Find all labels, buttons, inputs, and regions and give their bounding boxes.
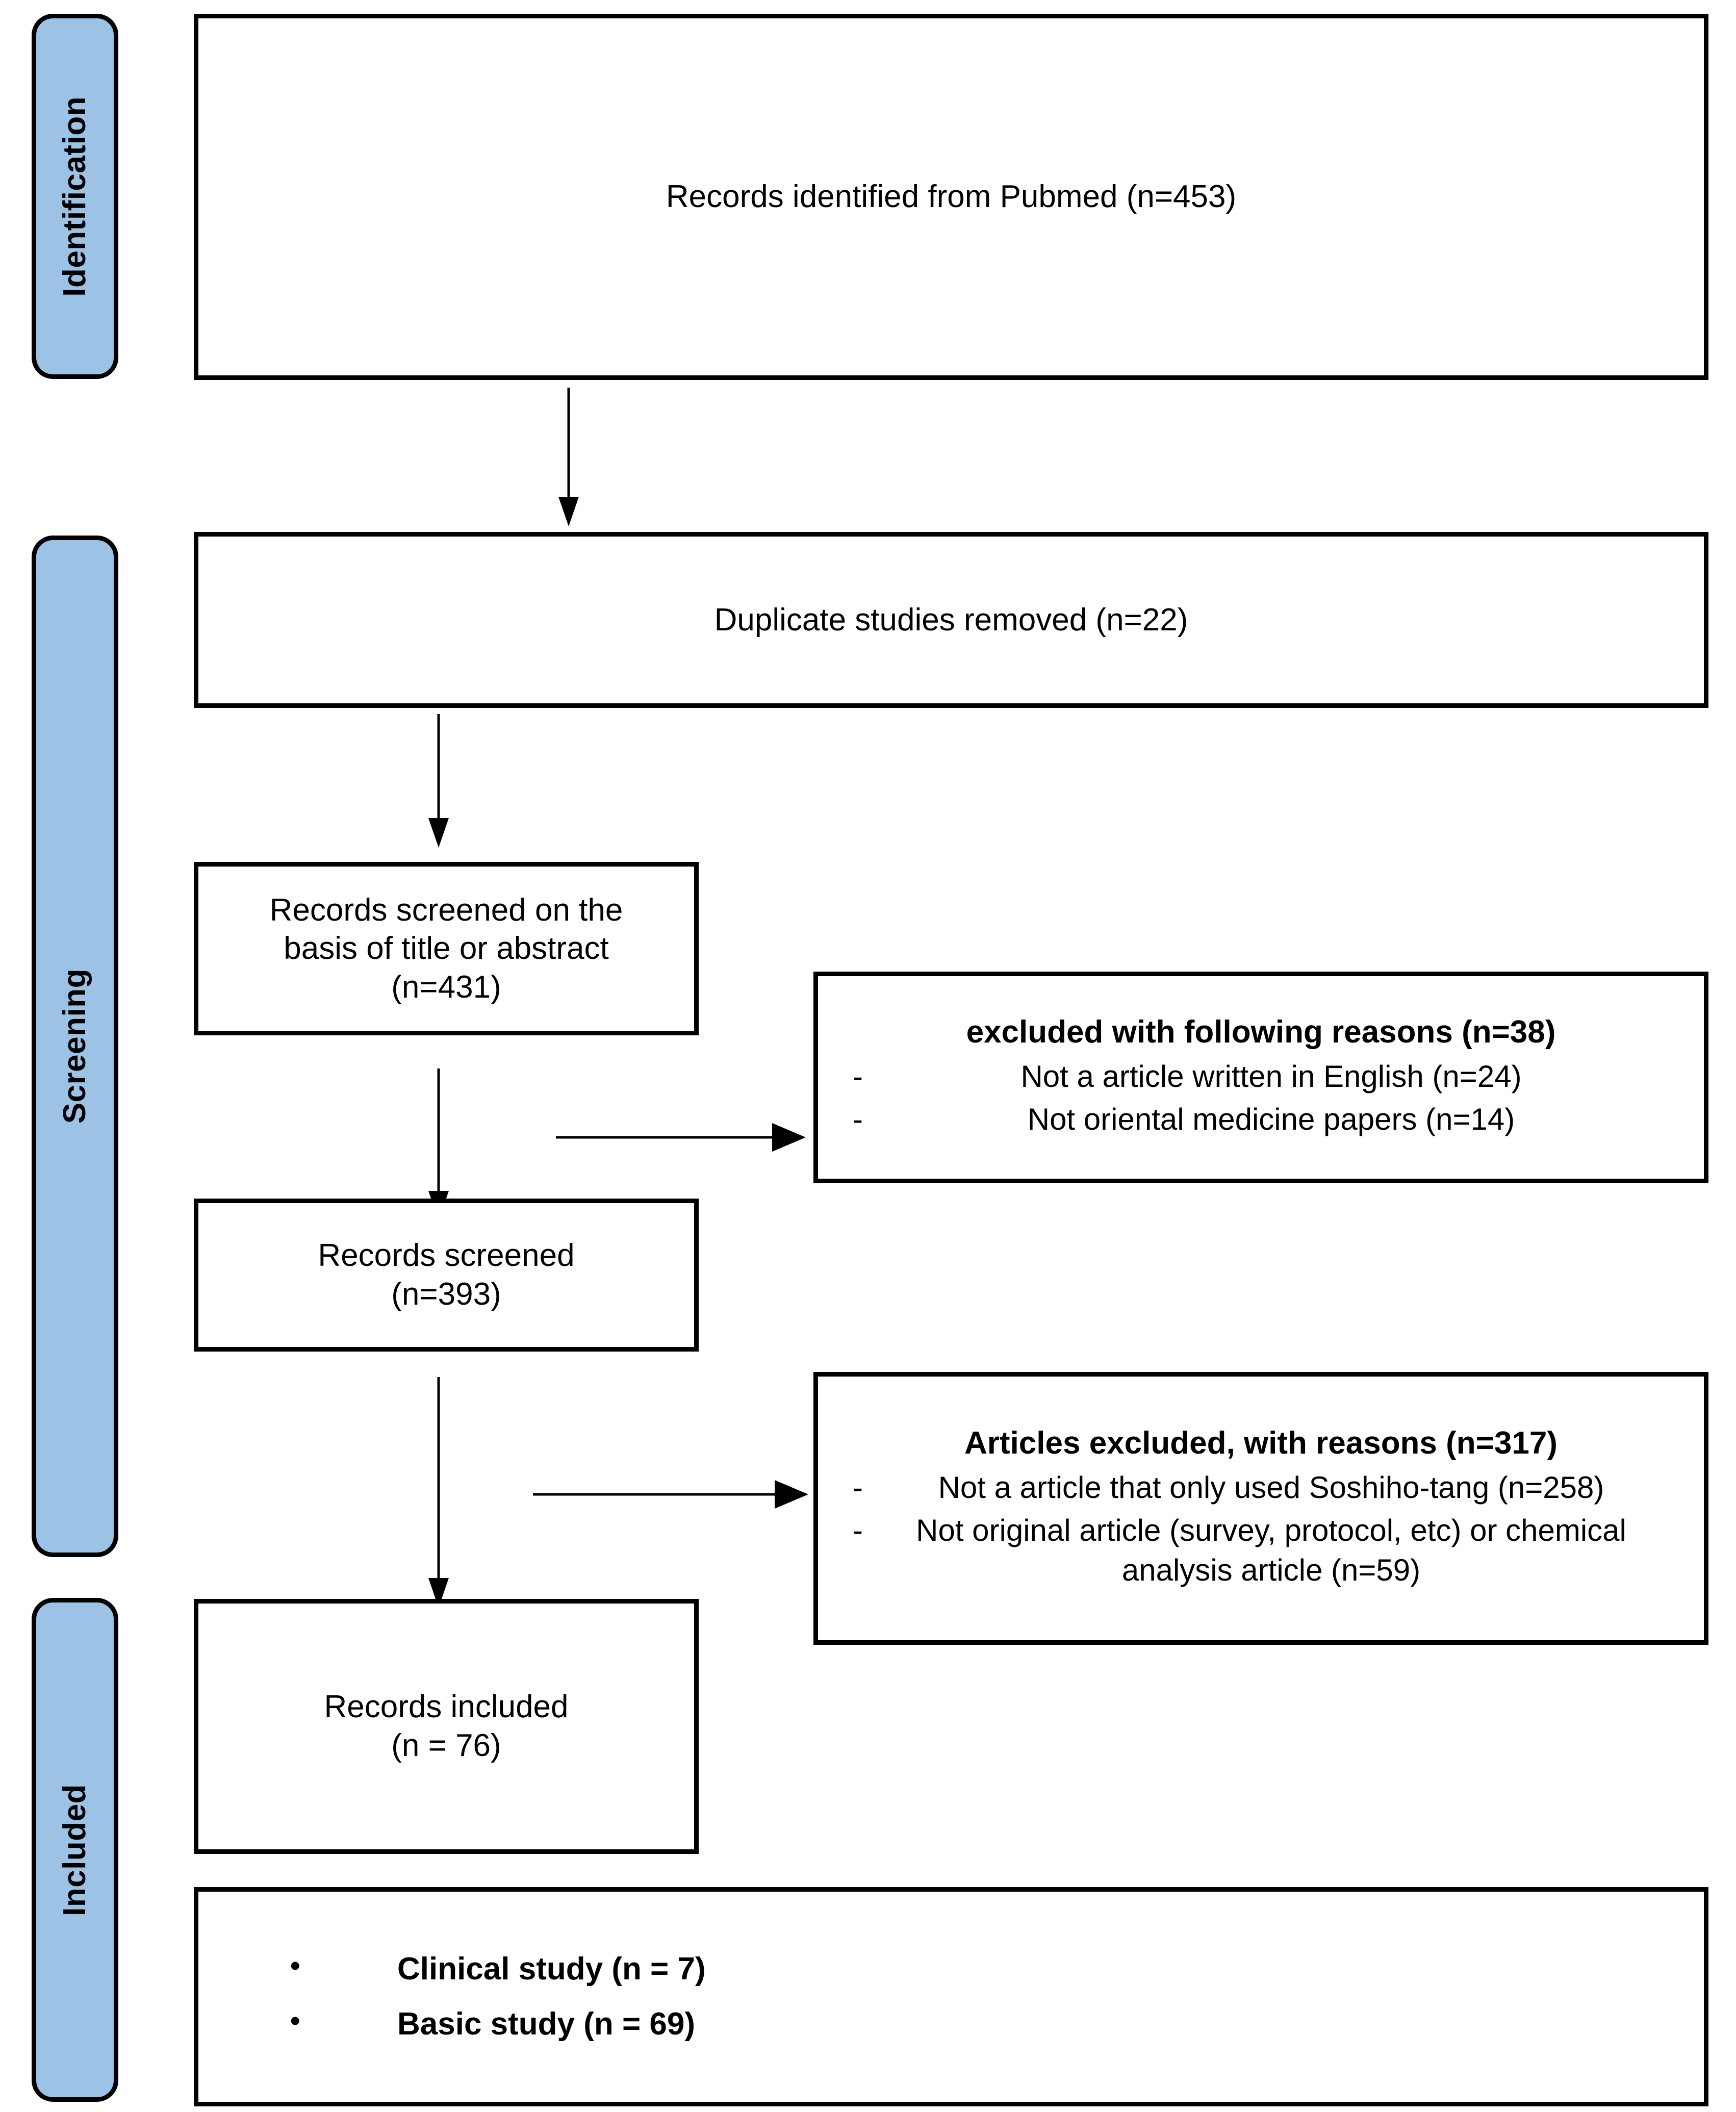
excluded-reason-text: Not oriental medicine papers (n=14) bbox=[1027, 1102, 1515, 1137]
stage-included: Included bbox=[32, 1598, 118, 2102]
box-excluded-full-text-content: Articles excluded, with reasons (n=317) … bbox=[818, 1423, 1704, 1594]
stage-identification-label: Identification bbox=[57, 96, 92, 297]
stage-identification: Identification bbox=[32, 14, 118, 379]
box-excluded-full-text-reasons: - Not a article that only used Soshiho-t… bbox=[838, 1468, 1683, 1590]
box-study-summary-content: • Clinical study (n = 7) • Basic study (… bbox=[198, 1933, 1704, 2061]
arrow-screened-to-excluded-full-text bbox=[533, 1480, 808, 1509]
box-records-screened-title-abstract-line3: (n=431) bbox=[391, 969, 501, 1005]
box-excluded-title-abstract-content: excluded with following reasons (n=38) -… bbox=[818, 1012, 1704, 1143]
box-records-screened-title-abstract-text: Records screened on the basis of title o… bbox=[258, 891, 635, 1007]
study-summary-list: • Clinical study (n = 7) • Basic study (… bbox=[290, 1949, 1704, 2044]
box-excluded-title-abstract-title: excluded with following reasons (n=38) bbox=[966, 1014, 1556, 1050]
excluded-reason-text: Not a article written in English (n=24) bbox=[1020, 1059, 1522, 1094]
bullet-marker: • bbox=[290, 1949, 300, 1981]
box-records-screened-line2: (n=393) bbox=[391, 1277, 501, 1312]
box-records-included-line1: Records included bbox=[324, 1689, 569, 1725]
arrow-duplicates-to-screened-title-abstract bbox=[428, 714, 449, 848]
stage-included-label: Included bbox=[57, 1784, 92, 1916]
box-excluded-title-abstract-reasons: - Not a article written in English (n=24… bbox=[838, 1057, 1683, 1139]
excluded-reason-text: Not original article (survey, protocol, … bbox=[916, 1513, 1626, 1588]
arrow-identified-to-duplicates bbox=[558, 388, 579, 526]
excluded-reason-item: - Not a article written in English (n=24… bbox=[838, 1057, 1683, 1097]
bullet-marker: • bbox=[290, 2004, 300, 2037]
excluded-reason-item: - Not original article (survey, protocol… bbox=[838, 1511, 1683, 1590]
study-summary-item-basic: • Basic study (n = 69) bbox=[290, 2004, 1704, 2043]
dash-marker: - bbox=[853, 1059, 863, 1094]
dash-marker: - bbox=[853, 1513, 863, 1548]
box-duplicate-studies-removed: Duplicate studies removed (n=22) bbox=[194, 532, 1708, 708]
study-summary-item-clinical: • Clinical study (n = 7) bbox=[290, 1949, 1704, 1988]
box-excluded-full-text: Articles excluded, with reasons (n=317) … bbox=[813, 1372, 1708, 1645]
box-records-screened-title-abstract-line2: basis of title or abstract bbox=[284, 931, 609, 966]
study-summary-item-basic-text: Basic study (n = 69) bbox=[397, 2006, 696, 2042]
dash-marker: - bbox=[853, 1102, 863, 1137]
study-summary-item-clinical-text: Clinical study (n = 7) bbox=[397, 1951, 706, 1987]
arrow-screened-to-included bbox=[428, 1377, 449, 1608]
box-records-included: Records included (n = 76) bbox=[194, 1599, 699, 1854]
box-records-identified: Records identified from Pubmed (n=453) bbox=[194, 14, 1708, 380]
excluded-reason-item: - Not oriental medicine papers (n=14) bbox=[838, 1100, 1683, 1139]
excluded-reason-item: - Not a article that only used Soshiho-t… bbox=[838, 1468, 1683, 1508]
box-excluded-full-text-title: Articles excluded, with reasons (n=317) bbox=[964, 1425, 1558, 1461]
box-records-identified-text: Records identified from Pubmed (n=453) bbox=[666, 179, 1237, 215]
box-records-included-text: Records included (n = 76) bbox=[312, 1688, 580, 1765]
box-study-summary: • Clinical study (n = 7) • Basic study (… bbox=[194, 1887, 1708, 2106]
box-excluded-title-abstract: excluded with following reasons (n=38) -… bbox=[813, 972, 1708, 1183]
stage-screening-label: Screening bbox=[57, 969, 92, 1124]
stage-screening: Screening bbox=[32, 536, 118, 1557]
box-duplicate-studies-removed-text: Duplicate studies removed (n=22) bbox=[714, 602, 1188, 638]
excluded-reason-text: Not a article that only used Soshiho-tan… bbox=[938, 1470, 1604, 1505]
dash-marker: - bbox=[853, 1470, 863, 1505]
box-records-screened-title-abstract: Records screened on the basis of title o… bbox=[194, 862, 699, 1035]
box-records-screened: Records screened (n=393) bbox=[194, 1199, 699, 1352]
box-records-included-line2: (n = 76) bbox=[391, 1728, 501, 1763]
box-records-screened-text: Records screened (n=393) bbox=[305, 1236, 586, 1313]
arrow-screened-title-abstract-to-excluded bbox=[556, 1123, 806, 1152]
box-records-screened-title-abstract-line1: Records screened on the bbox=[269, 892, 623, 928]
box-records-screened-line1: Records screened bbox=[318, 1238, 575, 1274]
